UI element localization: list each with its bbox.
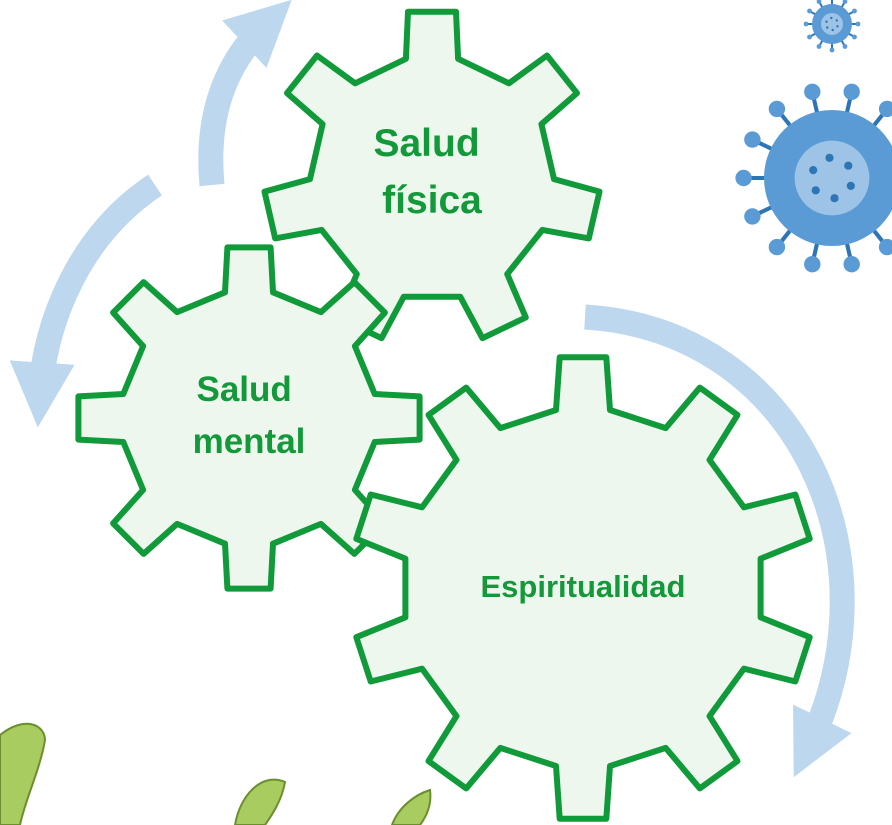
gear-label-line: mental: [193, 422, 306, 461]
virus-spike-knob: [744, 131, 761, 148]
virus-dot: [844, 161, 853, 170]
leaf-icon: [390, 788, 432, 825]
virus-spike-knob: [804, 256, 821, 273]
virus-spike-knob: [744, 208, 761, 225]
virus-decoration: [735, 0, 892, 273]
virus-spike-knob: [816, 44, 822, 49]
virus-dot: [811, 186, 820, 195]
gear-icon: [261, 8, 603, 342]
gear-salud-mental: Salud mental: [75, 244, 423, 592]
virus-dot: [846, 181, 855, 190]
virus-spike-knob: [804, 83, 821, 101]
virus-dot: [830, 194, 839, 203]
virus-spike-knob: [878, 238, 892, 256]
virus-spike-knob: [852, 8, 857, 14]
virus-dot: [835, 19, 838, 22]
cycle-arrow-icon: [584, 304, 855, 778]
gear-label-line: Espiritualidad: [481, 569, 686, 604]
virus-spike-knob: [842, 44, 848, 49]
virus-spike-knob: [843, 83, 860, 101]
gear-label-espiritualidad: Espiritualidad: [481, 569, 686, 604]
gear-icon: [75, 244, 423, 592]
gear-salud-fisica: Salud física: [261, 8, 603, 342]
virus-spike-knob: [807, 8, 812, 14]
virus-spike-knob: [735, 169, 752, 187]
virus-spike-knob: [803, 21, 809, 27]
gear-label-salud-fisica: Salud física: [373, 122, 490, 222]
virus-dot: [831, 28, 834, 32]
leaf-icon: [233, 778, 287, 825]
virus-dot: [825, 153, 834, 162]
virus-spike-knob: [807, 34, 812, 40]
virus-dot: [826, 26, 829, 29]
virus-icon: [735, 83, 892, 273]
gear-label-line: Salud: [373, 122, 479, 165]
leaf-icon: [0, 722, 47, 825]
virus-dot: [809, 166, 818, 175]
gear-icon: [353, 354, 813, 822]
virus-spike-knob: [816, 0, 822, 4]
virus-spike-knob: [878, 100, 892, 118]
virus-dot: [825, 20, 828, 23]
virus-core: [794, 140, 870, 216]
virus-dot: [830, 16, 833, 20]
cycle-arrow-icon: [198, 0, 292, 187]
virus-spike-knob: [843, 256, 860, 273]
virus-spike-knob: [829, 47, 835, 53]
virus-spike-knob: [855, 21, 861, 27]
virus-icon: [803, 0, 861, 53]
virus-core: [821, 13, 843, 35]
cycle-arrows: [9, 0, 855, 778]
leaf-decoration: [0, 722, 432, 825]
virus-dot: [836, 25, 839, 28]
cycle-arrow-icon: [9, 174, 163, 428]
virus-spike-knob: [768, 238, 786, 256]
virus-spike-knob: [852, 34, 857, 40]
gear-label-salud-mental: Salud mental: [193, 370, 306, 461]
virus-spike-knob: [768, 100, 786, 118]
gear-label-line: Salud: [196, 370, 291, 409]
virus-spike-knob: [842, 0, 848, 4]
gear-label-line: física: [382, 179, 482, 222]
gear-espiritualidad: Espiritualidad: [353, 354, 813, 822]
